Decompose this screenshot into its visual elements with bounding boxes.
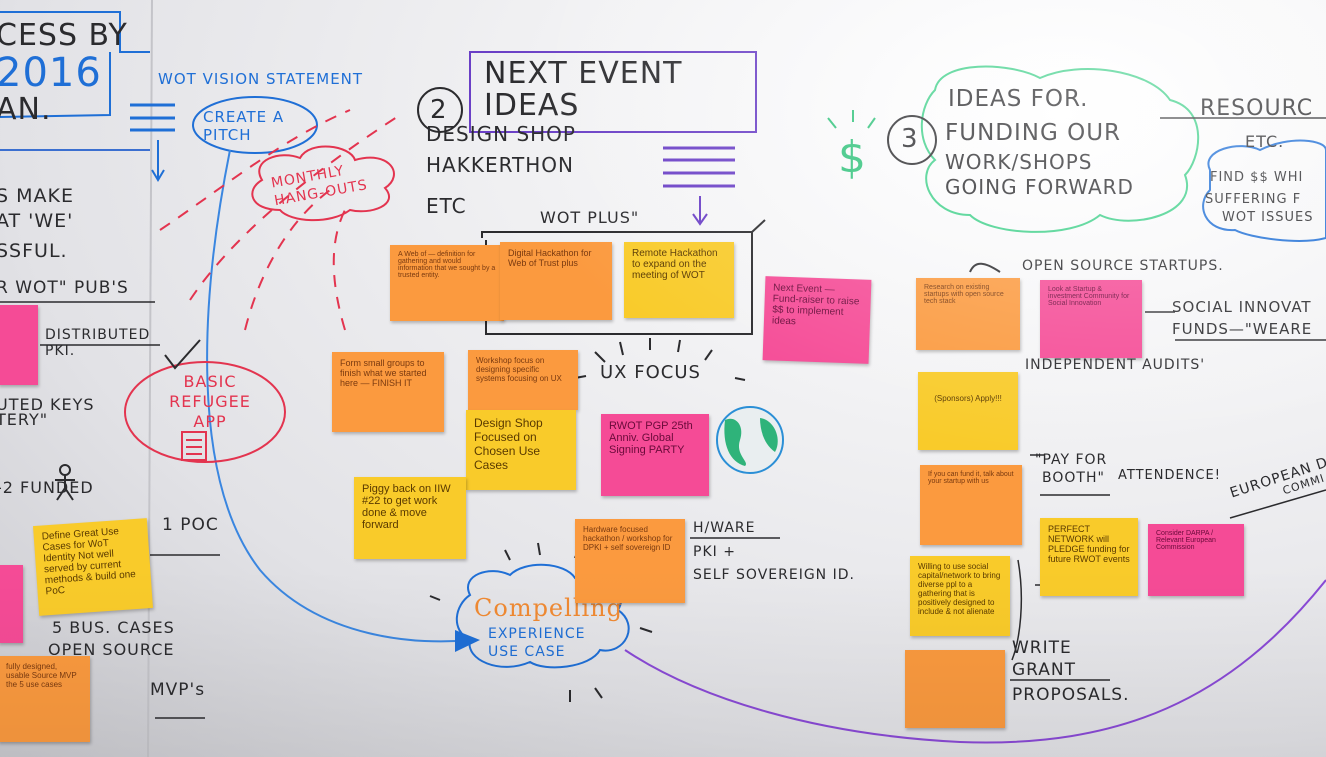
sticky-note: Workshop focus on designing specific sys… [468, 350, 578, 410]
open-source-startups: OPEN SOURCE STARTUPS. [1022, 258, 1224, 274]
basic-refugee-app: BASIC REFUGEE APP [169, 372, 251, 431]
sticky-note: Research on existing startups with open … [916, 278, 1020, 350]
sticky-note-text: RWOT PGP 25th Anniv. Global Signing PART… [609, 420, 693, 456]
sticky-note-text: PERFECT NETWORK will PLEDGE funding for … [1048, 524, 1130, 564]
distributed-pki: DISTRIBUTED PKI. [45, 327, 151, 359]
sticky-note: Next Event — Fund-raiser to raise $$ to … [762, 276, 872, 364]
sticky-note-text: Piggy back on IIW #22 to get work done &… [362, 483, 451, 531]
sticky-note-text: Design Shop Focused on Chosen Use Cases [474, 416, 543, 472]
sticky-note: Consider DARPA / Relevant European Commi… [1148, 524, 1244, 596]
sticky-note: Design Shop Focused on Chosen Use Cases [466, 410, 576, 490]
wot-plus: WOT PLUS" [540, 208, 640, 227]
cut-ssful: SSFUL. [0, 240, 68, 262]
booth: BOOTH" [1042, 470, 1105, 486]
sticky-note-text: Willing to use social capital/network to… [918, 562, 1001, 616]
sticky-note: RWOT PGP 25th Anniv. Global Signing PART… [601, 414, 709, 496]
create-a-pitch: CREATE A PITCH [203, 108, 285, 144]
sticky-note [0, 305, 38, 385]
open-source: OPEN SOURCE [48, 640, 175, 659]
sticky-note-text: Consider DARPA / Relevant European Commi… [1156, 530, 1216, 551]
sticky-note: Remote Hackathon to expand on the meetin… [624, 242, 734, 318]
sticky-note-text: A Web of — definition for gathering and … [398, 251, 496, 279]
grant: GRANT [1012, 660, 1077, 680]
sticky-note-text: Form small groups to finish what we star… [340, 358, 427, 388]
cut-we: AT 'WE' [0, 210, 74, 232]
sticky-note-text: Remote Hackathon to expand on the meetin… [632, 248, 718, 281]
sticky-note: If you can fund it, talk about your star… [920, 465, 1022, 545]
sticky-note-text: Next Event — Fund-raiser to raise $$ to … [771, 282, 860, 328]
sticky-note-text: (Sponsors) Apply!!! [934, 394, 1002, 403]
wot-pubs: R WOT" PUB'S [0, 278, 129, 298]
cut-heading-line3: AN. [0, 92, 52, 127]
sticky-note-text [905, 650, 1005, 662]
pay-for: "PAY FOR [1035, 452, 1108, 468]
pki-plus: PKI + [693, 544, 736, 560]
hakkerthon: HAKKERTHON [426, 153, 574, 177]
sticky-note: Piggy back on IIW #22 to get work done &… [354, 477, 466, 559]
sticky-note-text: fully designed, usable Source MVP the 5 … [6, 662, 77, 689]
ux-focus: UX FOCUS [600, 362, 701, 383]
stick-figure-icon [55, 464, 75, 501]
sticky-note: fully designed, usable Source MVP the 5 … [0, 656, 90, 742]
going-forward: GOING FORWARD [945, 175, 1134, 199]
independent-audits: INDEPENDENT AUDITS' [1025, 357, 1206, 373]
ideas-for: IDEAS FOR. [948, 86, 1089, 112]
funded: -2 FUNDED [0, 478, 94, 497]
sticky-note-text: Workshop focus on designing specific sys… [476, 356, 562, 383]
sticky-note: Look at Startup & investment Community f… [1040, 280, 1142, 358]
sticky-note-text: Define Great Use Cases for WoT Identity … [41, 526, 137, 598]
sticky-note: Digital Hackathon for Web of Trust plus [500, 242, 612, 320]
next-event-heading: NEXT EVENT [484, 56, 683, 91]
sticky-note: A Web of — definition for gathering and … [390, 245, 504, 321]
sticky-note-text: Digital Hackathon for Web of Trust plus [508, 248, 592, 268]
attendence: ATTENDENCE! [1118, 468, 1221, 483]
sticky-note-text: If you can fund it, talk about your star… [928, 471, 1014, 485]
svg-text:$: $ [838, 132, 866, 183]
design-shop: DESIGN SHOP [426, 122, 576, 146]
cut-tery: TERY" [0, 410, 49, 429]
cut-make: S MAKE [0, 185, 74, 207]
sticky-note: Define Great Use Cases for WoT Identity … [32, 518, 154, 616]
social-innovation: SOCIAL INNOVAT [1172, 298, 1312, 316]
sticky-note-text: Look at Startup & investment Community f… [1048, 286, 1130, 307]
wot-issues: WOT ISSUES [1222, 210, 1314, 225]
mvps: MVP's [150, 680, 206, 700]
sticky-note: Hardware focused hackathon / workshop fo… [575, 519, 685, 603]
proposals: PROPOSALS. [1012, 685, 1130, 705]
wot-vision-statement: WOT VISION STATEMENT [158, 70, 364, 88]
cut-heading-line1: CESS BY [0, 18, 128, 53]
etc: ETC [426, 194, 467, 218]
sticky-note-text: Research on existing startups with open … [924, 284, 1004, 305]
find-money: FIND $$ WHI [1210, 170, 1304, 185]
experience: EXPERIENCE [488, 626, 586, 642]
sticky-note: (Sponsors) Apply!!! [918, 372, 1018, 450]
hware: H/WARE [693, 520, 756, 536]
funds-weare: FUNDS—"WEARE [1172, 320, 1313, 338]
sticky-note: Willing to use social capital/network to… [910, 556, 1010, 636]
resources-etc: ETC. [1245, 132, 1285, 151]
cut-uted-keys: UTED KEYS [0, 395, 95, 414]
sticky-note: PERFECT NETWORK will PLEDGE funding for … [1040, 518, 1138, 596]
sticky-note [905, 650, 1005, 728]
cut-heading-year: 2016 [0, 50, 102, 96]
sticky-note [0, 565, 23, 643]
step-three-number: 3 [901, 124, 919, 154]
five-bus-cases: 5 BUS. CASES [52, 618, 175, 637]
write: WRITE [1012, 638, 1072, 658]
workshops: WORK/SHOPS [945, 150, 1093, 174]
funding-our: FUNDING OUR [945, 120, 1122, 146]
sticky-note: Form small groups to finish what we star… [332, 352, 444, 432]
suffering: SUFFERING F [1205, 192, 1302, 207]
step-two-number: 2 [430, 95, 448, 125]
resources: RESOURC [1200, 96, 1314, 121]
ideas-heading: IDEAS [484, 88, 580, 123]
self-sovereign-id: SELF SOVEREIGN ID. [693, 567, 855, 583]
use-case: USE CASE [488, 644, 566, 660]
one-poc: 1 POC [162, 515, 219, 535]
sticky-note-text: Hardware focused hackathon / workshop fo… [583, 525, 673, 552]
